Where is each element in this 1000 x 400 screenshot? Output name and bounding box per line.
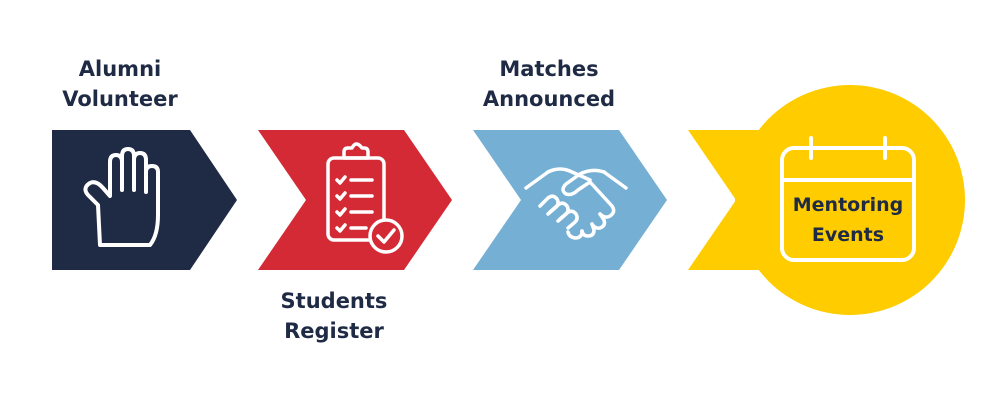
step-1-label-line2: Volunteer xyxy=(62,87,178,111)
step-2-label: Students Register xyxy=(224,286,444,346)
step-3-label: Matches Announced xyxy=(439,54,659,114)
step-1-label-line1: Alumni xyxy=(78,57,162,81)
step-1-arrow xyxy=(52,130,237,270)
step-4-label-line2: Events xyxy=(811,224,885,246)
clipboard-checklist-icon xyxy=(326,142,386,242)
step-1-label: Alumni Volunteer xyxy=(10,54,230,114)
step-4-shape xyxy=(688,85,965,315)
step-3-label-line1: Matches xyxy=(499,57,599,81)
raised-hand-icon xyxy=(83,147,160,247)
step-4-label-line1: Mentoring xyxy=(792,194,904,216)
checkmark-circle-icon xyxy=(368,218,404,254)
step-2-label-line2: Register xyxy=(284,319,384,343)
step-3-arrow xyxy=(473,130,667,270)
step-4-label: Mentoring Events xyxy=(768,190,928,250)
calendar-icon xyxy=(780,136,916,262)
step-2-arrow xyxy=(258,130,452,270)
step-2-label-line1: Students xyxy=(280,289,388,313)
step-3-label-line2: Announced xyxy=(482,87,616,111)
handshake-icon xyxy=(524,167,628,240)
